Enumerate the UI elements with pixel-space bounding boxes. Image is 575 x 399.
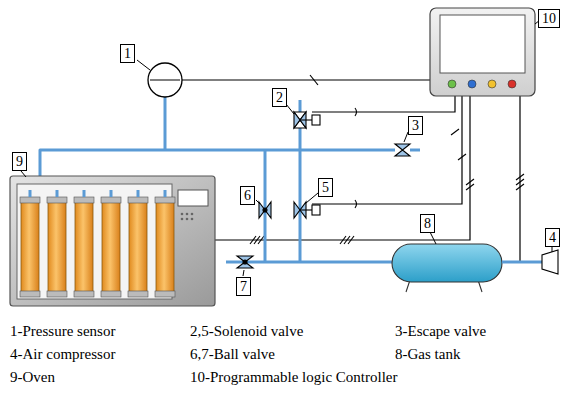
branch-pipe bbox=[29, 190, 32, 197]
branch-pipe bbox=[164, 190, 167, 197]
cylinder-cap bbox=[155, 291, 175, 297]
cylinder-cap bbox=[128, 197, 148, 203]
callout-number: 9 bbox=[16, 154, 23, 169]
cylinder-cap bbox=[20, 291, 40, 297]
callout-number: 1 bbox=[124, 46, 131, 61]
callout-box: 4 bbox=[545, 228, 560, 247]
callout-box: 6 bbox=[240, 186, 255, 205]
callout-box: 3 bbox=[408, 116, 423, 135]
callout-box: 7 bbox=[236, 277, 251, 296]
cylinder-cap bbox=[155, 197, 175, 203]
sample-cylinder bbox=[48, 200, 66, 294]
callout-box: 9 bbox=[12, 152, 27, 171]
callout-box: 5 bbox=[318, 178, 333, 197]
sample-cylinder bbox=[156, 200, 174, 294]
callout-number: 5 bbox=[322, 180, 329, 195]
sample-cylinder bbox=[102, 200, 120, 294]
callout-box: 10 bbox=[538, 9, 560, 28]
callout-number: 2 bbox=[276, 90, 283, 105]
cylinder-cap bbox=[101, 291, 121, 297]
callout-number: 7 bbox=[240, 279, 247, 294]
branch-pipe bbox=[137, 190, 140, 197]
callout-box: 2 bbox=[272, 88, 287, 107]
cylinder-cap bbox=[128, 291, 148, 297]
cylinder-cap bbox=[101, 197, 121, 203]
callout-box: 8 bbox=[420, 214, 435, 233]
key-text: 10-Programmable logic Controller bbox=[190, 368, 397, 386]
callout-number: 10 bbox=[542, 11, 556, 26]
branch-pipe bbox=[83, 190, 86, 197]
sample-cylinder bbox=[21, 200, 39, 294]
key-text: 6,7-Ball valve bbox=[190, 345, 275, 363]
key-text: 4-Air compressor bbox=[10, 345, 115, 363]
callout-number: 8 bbox=[424, 216, 431, 231]
sample-cylinder bbox=[75, 200, 93, 294]
callout-number: 6 bbox=[244, 188, 251, 203]
cylinder-cap bbox=[74, 291, 94, 297]
callout-number: 3 bbox=[412, 118, 419, 133]
branch-pipe bbox=[56, 190, 59, 197]
callout-number: 4 bbox=[549, 230, 556, 245]
key-text: 3-Escape valve bbox=[395, 322, 486, 340]
key-text: 8-Gas tank bbox=[395, 345, 460, 363]
cylinder-cap bbox=[20, 197, 40, 203]
key-text: 2,5-Solenoid valve bbox=[190, 322, 303, 340]
cylinder-cap bbox=[47, 197, 67, 203]
sample-cylinder bbox=[129, 200, 147, 294]
key-text: 1-Pressure sensor bbox=[10, 322, 115, 340]
branch-pipe bbox=[110, 190, 113, 197]
key-text: 9-Oven bbox=[10, 368, 55, 386]
cylinder-cap bbox=[47, 291, 67, 297]
callout-box: 1 bbox=[120, 44, 135, 63]
cylinder-cap bbox=[74, 197, 94, 203]
